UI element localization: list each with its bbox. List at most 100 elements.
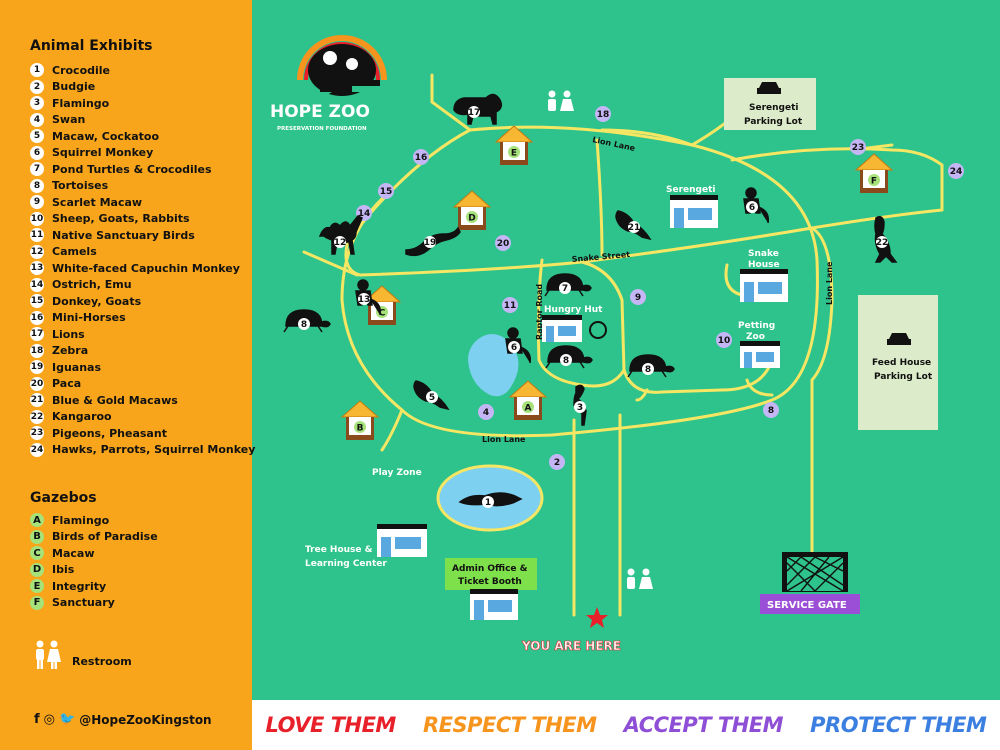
exhibit-marker-24[interactable]: 24 [948, 163, 964, 179]
exhibit-name: Pigeons, Pheasant [52, 426, 167, 440]
exhibit-marker-2[interactable]: 2 [549, 454, 565, 470]
exhibit-name: Hawks, Parrots, Squirrel Monkey [52, 443, 256, 456]
exhibit-name: Lions [52, 327, 85, 341]
exhibit-number-badge [628, 221, 640, 233]
exhibit-marker-18[interactable]: 18 [595, 106, 611, 122]
exhibit-marker-20[interactable]: 20 [495, 235, 511, 251]
flamingo-icon[interactable]: 3 [573, 384, 587, 426]
gazebo-name: Macaw [52, 546, 95, 560]
gazebo-a[interactable]: A [508, 380, 548, 420]
gazebo-letter: E [511, 149, 517, 159]
exhibit-number-badge [468, 106, 480, 118]
gazebo-d[interactable]: D [452, 190, 492, 230]
camel-icon[interactable]: 12 [318, 215, 363, 255]
squirrel-monkey-icon[interactable]: 6 [505, 327, 532, 364]
exhibit-number-badge: 23 [30, 426, 44, 440]
twitter-icon[interactable]: 🐦 [59, 712, 76, 727]
exhibit-marker-10[interactable]: 10 [716, 332, 732, 348]
kangaroo-icon[interactable]: 22 [874, 215, 898, 263]
feed-house-parking-lot [858, 295, 938, 430]
hope-zoo-logo [297, 35, 387, 98]
tortoise-icon[interactable]: 8 [545, 345, 593, 369]
squirrel-monkey-icon[interactable]: 6 [743, 187, 770, 224]
exhibit-marker-4[interactable]: 4 [478, 404, 494, 420]
exhibit-number-badge: 13 [30, 261, 44, 275]
service-gate[interactable] [782, 552, 848, 592]
exhibit-number-badge: 2 [30, 79, 44, 94]
admin-label-1: Admin Office & [452, 564, 528, 574]
service-gate-label-box [760, 594, 860, 614]
petting-zoo-building[interactable] [740, 341, 780, 368]
exhibit-number-badge: 6 [30, 145, 44, 160]
exhibit-number: 12 [334, 238, 347, 248]
street-snake-street: Snake Street [571, 250, 630, 264]
gazebo-f[interactable]: F [854, 153, 894, 193]
gazebo-c[interactable]: C [362, 285, 402, 325]
exhibit-marker-16[interactable]: 16 [413, 149, 429, 165]
exhibit-name: Tortoises [52, 179, 109, 192]
exhibit-name: Budgie [52, 80, 96, 93]
exhibit-number-badge: 4 [30, 112, 44, 127]
serengeti-building[interactable] [670, 195, 718, 228]
feed-house-label-1: Feed House [872, 358, 931, 368]
exhibit-marker-8[interactable]: 8 [763, 402, 779, 418]
exhibit-marker-number: 8 [768, 406, 774, 416]
macaw-icon[interactable]: 5 [413, 380, 450, 411]
exhibit-name: Blue & Gold Macaws [52, 393, 178, 407]
tortoise-icon[interactable]: 8 [627, 354, 675, 378]
exhibit-number-badge [298, 318, 310, 330]
gazebo-b[interactable]: B [340, 400, 380, 440]
exhibit-marker-number: 11 [504, 301, 517, 311]
facebook-icon[interactable]: f [34, 712, 40, 727]
hungry-hut-building[interactable] [542, 315, 607, 342]
slogan-accept: ACCEPT THEM [623, 713, 784, 737]
admin-office-building[interactable] [470, 589, 518, 620]
gazebo-letter-badge: E [30, 579, 44, 593]
social-handle[interactable]: @HopeZooKingston [79, 712, 212, 727]
exhibit-marker-11[interactable]: 11 [502, 297, 518, 313]
gazebo-letter-badge: D [30, 562, 44, 577]
exhibit-marker-9[interactable]: 9 [630, 289, 646, 305]
exhibit-marker-number: 4 [483, 408, 489, 418]
lion-icon[interactable]: 17 [453, 93, 503, 125]
snake-house-building[interactable] [740, 269, 788, 302]
tree-house-building[interactable] [377, 524, 427, 557]
gazebo-letter-badge [522, 401, 534, 413]
exhibit-marker-23[interactable]: 23 [850, 139, 866, 155]
slogan-love: LOVE THEM [265, 713, 397, 737]
exhibit-number-badge [508, 341, 520, 353]
exhibit-number-badge: 9 [30, 195, 44, 209]
exhibit-marker-15[interactable]: 15 [378, 183, 394, 199]
iguana-icon[interactable]: 19 [405, 226, 461, 257]
crocodile-icon[interactable]: 1 [458, 492, 523, 508]
play-zone-label: Play Zone [372, 468, 422, 478]
slogan-respect: RESPECT THEM [422, 713, 597, 737]
exhibit-name: Donkey, Goats [52, 294, 142, 308]
instagram-icon[interactable]: ◎ [43, 712, 55, 727]
feed-house-label-2: Parking Lot [874, 372, 933, 382]
exhibit-number-badge: 18 [30, 343, 44, 358]
capuchin-monkey-icon[interactable]: 13 [355, 279, 382, 316]
tortoise-icon[interactable]: 8 [283, 309, 331, 333]
exhibit-number: 8 [301, 320, 307, 330]
exhibit-marker-number: 16 [415, 153, 428, 163]
exhibit-number: 6 [749, 203, 755, 213]
exhibit-marker-number: 18 [597, 110, 610, 120]
gazebo-letter: D [468, 214, 475, 224]
serengeti-label: Serengeti [666, 185, 715, 195]
gazebo-letter-badge [508, 146, 520, 158]
exhibit-marker-number: 24 [950, 167, 963, 177]
turtle-icon[interactable]: 7 [544, 273, 592, 297]
gazebo-letter-badge: F [30, 595, 44, 610]
gazebo-e[interactable]: E [494, 125, 534, 165]
blue-gold-macaw-icon[interactable]: 21 [615, 210, 652, 241]
